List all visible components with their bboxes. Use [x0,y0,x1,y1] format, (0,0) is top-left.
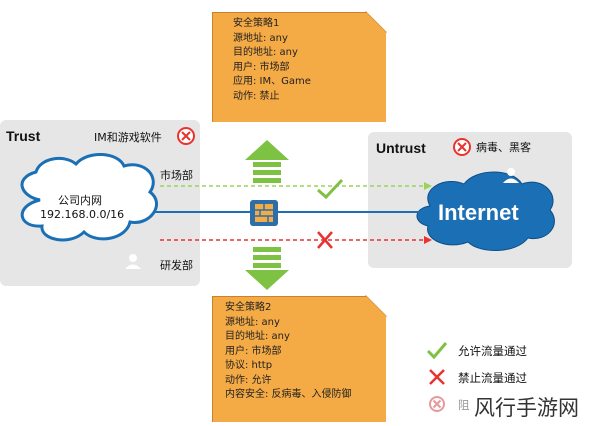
policy2-line: 内容安全: 反病毒、入侵防御 [225,389,352,400]
blocked-apps-label: IM和游戏软件 [94,131,162,144]
policy1-line: 动作: 禁止 [233,90,280,102]
policy1-line: 应用: IM、Game [233,76,311,87]
threat-label: 病毒、黑客 [476,141,531,154]
allow-check-icon [317,178,344,200]
lan-subnet: 192.168.0.0/16 [40,208,125,221]
policy2-line: 协议: http [225,360,273,371]
arrow-down-icon [245,247,289,290]
rnd-dept-label: 研发部 [160,259,193,272]
policy1-line: 安全策略1 [233,18,280,29]
legend-block-label: 阻 [458,398,470,412]
policy2-line: 安全策略2 [225,302,272,313]
internet-label: Internet [438,200,519,225]
policy1-line: 目的地址: any [233,47,298,58]
policy1-line: 用户: 市场部 [233,61,290,73]
arrow-up-icon [245,140,289,183]
prohibited-icon [177,127,195,145]
lan-name: 公司内网 [58,194,102,207]
watermark: 风行手游网 [472,392,581,422]
untrust-zone-title: Untrust [376,140,426,156]
legend-block-icon [429,396,445,412]
trust-zone-title: Trust [6,128,41,144]
legend-allow-icon [426,342,448,360]
legend-deny-icon [429,369,445,385]
policy2-line: 源地址: any [225,316,280,328]
market-dept-label: 市场部 [160,169,193,182]
legend-deny-label: 禁止流量通过 [458,371,527,385]
policy2-note: 安全策略2 源地址: any 目的地址: any 用户: 市场部 协议: htt… [212,296,386,422]
policy1-note: 安全策略1 源地址: any 目的地址: any 用户: 市场部 应用: IM、… [212,12,386,122]
lan-cloud [20,153,158,242]
policy1-line: 源地址: any [233,32,288,44]
policy2-line: 目的地址: any [225,331,290,342]
internet-cloud [416,171,555,252]
prohibited-icon [453,138,471,156]
firewall-icon [250,200,278,226]
deny-cross-icon [317,231,333,249]
policy2-line: 动作: 允许 [225,374,272,386]
legend-allow-label: 允许流量通过 [458,344,527,358]
policy2-line: 用户: 市场部 [225,345,282,357]
